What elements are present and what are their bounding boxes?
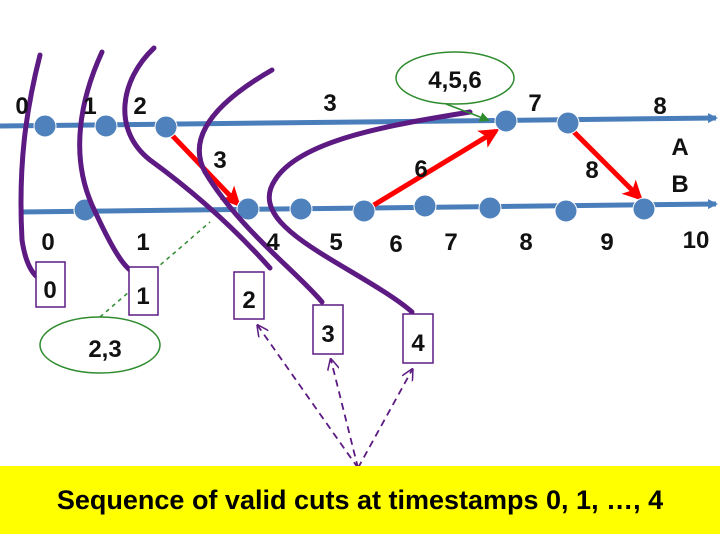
- cut-box-4-label: 4: [411, 330, 425, 357]
- cut-box-1: [128, 266, 159, 316]
- label-a-7: 7: [528, 90, 541, 117]
- cut-box-3-label: 3: [321, 321, 334, 348]
- cut-boxes: 0 1 2 3 4: [35, 261, 434, 364]
- labels-b: 0 1 4 5 6 7 8 9 10 B: [41, 171, 709, 258]
- event-a-7: [494, 109, 518, 133]
- message-arrow-b6-a7: [362, 128, 500, 214]
- cut-box-2: [233, 271, 265, 320]
- event-b-5: [289, 197, 313, 221]
- caption-pointers: [258, 326, 412, 469]
- label-b-10: 10: [683, 227, 710, 254]
- pointer-to-cut-4: [357, 370, 412, 469]
- process-a-name: A: [671, 134, 688, 161]
- event-a-8: [556, 111, 580, 135]
- cut-box-1-label: 1: [136, 283, 149, 310]
- label-b-0: 0: [41, 229, 54, 256]
- message-label-0: 3: [213, 147, 226, 174]
- event-b-8: [478, 196, 502, 220]
- cut-curve-2: [122, 45, 273, 271]
- cut-box-0: [35, 261, 66, 308]
- event-b-6: [352, 199, 376, 223]
- caption-text: Sequence of valid cuts at timestamps 0, …: [56, 484, 664, 515]
- event-a-1: [94, 114, 118, 138]
- caption-banner: Sequence of valid cuts at timestamps 0, …: [0, 466, 720, 534]
- callout-top-pointer: [445, 103, 490, 122]
- message-label-1: 6: [414, 156, 427, 183]
- label-b-4: 4: [266, 229, 280, 256]
- label-a-3: 3: [323, 90, 336, 117]
- pointer-to-cut-3: [331, 360, 359, 469]
- process-b-name: B: [671, 171, 688, 198]
- event-b-4: [236, 197, 260, 221]
- pointer-to-cut-2: [258, 326, 359, 469]
- cut-curve-1: [77, 49, 133, 273]
- callout-top-text: 4,5,6: [428, 67, 481, 94]
- cut-box-4: [402, 313, 434, 364]
- cut-curve-4: [266, 109, 473, 315]
- event-b-9: [554, 199, 578, 223]
- label-b-6: 6: [389, 231, 402, 258]
- callout-top-bubble: [395, 51, 515, 105]
- message-label-2: 8: [585, 157, 598, 184]
- event-b-7: [413, 194, 437, 218]
- message-arrow-a8-b10: [566, 124, 643, 201]
- cut-curves: [18, 45, 473, 315]
- label-b-7: 7: [444, 229, 457, 256]
- label-a-1: 1: [83, 93, 96, 120]
- label-b-9: 9: [600, 229, 613, 256]
- cut-curve-3: [196, 67, 325, 305]
- event-a-2: [154, 115, 178, 139]
- labels-a: 0 1 2 3 7 8 A: [15, 90, 688, 161]
- timeline-a: [0, 113, 718, 129]
- cut-curve-0: [18, 52, 43, 279]
- events-b: [73, 194, 656, 223]
- cut-box-0-label: 0: [43, 277, 56, 304]
- events-a: [33, 109, 580, 139]
- cut-box-2-label: 2: [242, 287, 255, 314]
- label-a-0: 0: [15, 93, 28, 120]
- label-b-5: 5: [329, 229, 342, 256]
- event-b-10: [632, 197, 656, 221]
- event-a-0: [33, 114, 57, 138]
- label-b-1: 1: [136, 229, 149, 256]
- label-a-2: 2: [133, 93, 146, 120]
- callout-bottom-text: 2,3: [88, 336, 121, 363]
- cut-box-3: [312, 304, 344, 355]
- label-b-8: 8: [519, 229, 532, 256]
- label-a-8: 8: [653, 93, 666, 120]
